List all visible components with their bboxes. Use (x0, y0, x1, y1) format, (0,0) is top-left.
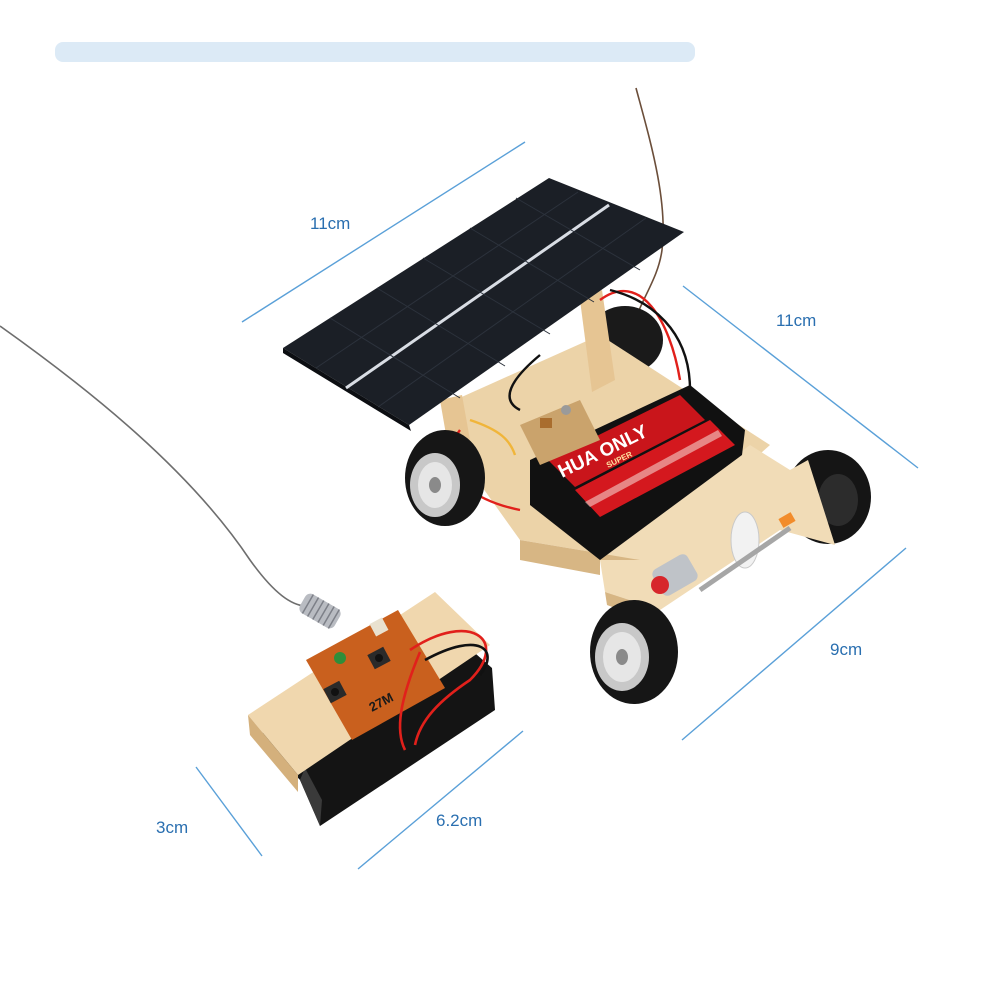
remote-antenna-wire (0, 325, 306, 607)
wheel-back-left (405, 430, 485, 526)
dimension-lines (195, 141, 919, 870)
remote-wiring (398, 629, 489, 751)
remote-pcb (306, 610, 445, 740)
dim-line-car-width (682, 285, 919, 469)
axle (698, 525, 792, 593)
car-receiver-board (520, 400, 600, 465)
solar-panel (283, 178, 684, 431)
antenna-spring (299, 593, 341, 629)
car: HUA ONLY SUPER (283, 178, 871, 704)
remote-indicator-led (334, 652, 346, 664)
dim-label-car-height: 9cm (830, 640, 863, 659)
battery-pack: HUA ONLY SUPER (530, 385, 745, 560)
dim-line-remote-height (195, 766, 263, 857)
dim-line-car-length (241, 141, 526, 323)
dim-label-remote-length: 6.2cm (436, 811, 483, 830)
wheel-front-left (590, 600, 678, 704)
motor-assembly (651, 511, 796, 596)
remote-control: 27M (248, 592, 495, 826)
dim-label-remote-height: 3cm (156, 818, 189, 837)
dim-line-car-height (681, 547, 907, 741)
solar-panel-busbar (345, 203, 610, 390)
chassis-side-rail (520, 540, 640, 575)
dim-label-car-width: 11cm (776, 311, 817, 330)
battery-cell-1 (548, 395, 705, 487)
remote-buttons (323, 617, 391, 704)
dim-line-remote-length (357, 730, 524, 870)
blurred-top-caption (55, 42, 695, 62)
dim-label-car-length: 11cm (310, 214, 351, 233)
panel-support-right (580, 290, 615, 392)
